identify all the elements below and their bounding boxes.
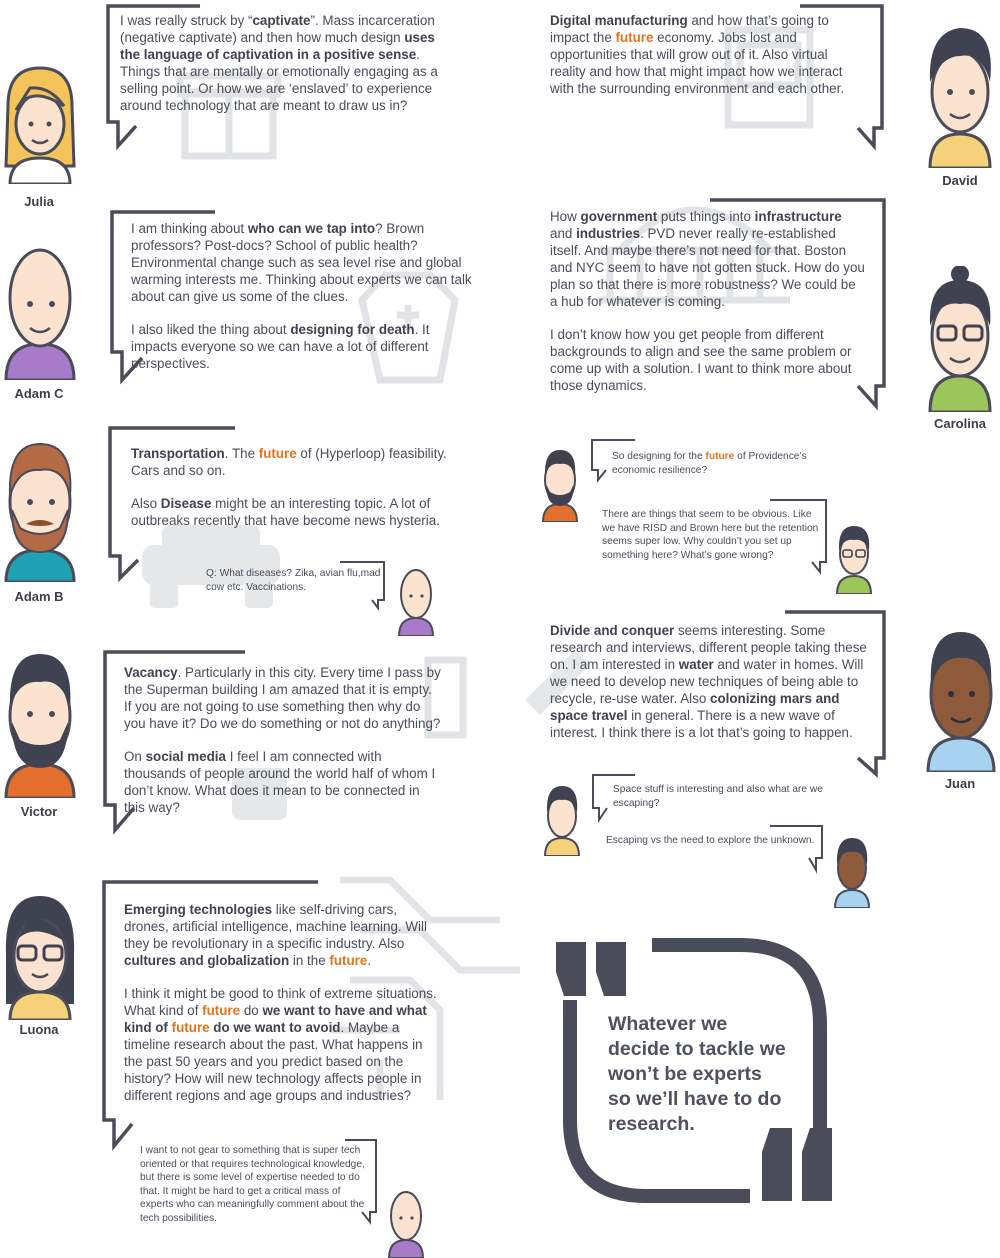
side-convo-answer: There are things that seem to be obvious…: [602, 509, 819, 561]
close-quote-icon: [762, 1128, 832, 1201]
luona-comment: Emerging technologies like self-driving …: [124, 902, 437, 1103]
adam-c-comment: I am thinking about who can we tap into?…: [131, 221, 472, 371]
juan-reply-1: Space stuff is interesting and also what…: [613, 784, 823, 809]
person-name-victor: Victor: [20, 804, 58, 819]
adam-c-avatar-icon: [4, 248, 76, 380]
person-name-luona: Luona: [19, 1022, 59, 1037]
pull-quote: Whatever we decide to tackle we won’t be…: [608, 1013, 786, 1135]
adam-b-comment: Transportation. The future of (Hyperloop…: [131, 446, 447, 528]
julia-avatar-icon: [4, 66, 76, 184]
carolina-avatar-icon: [928, 266, 992, 412]
small-juan-avatar-icon: [833, 838, 871, 908]
watermark-icons: [176, 26, 814, 1100]
juan-avatar-icon: [926, 632, 996, 772]
adam-b-avatar-icon: [4, 442, 76, 582]
person-name-juan: Juan: [944, 776, 976, 791]
luona-avatar-icon: [5, 896, 75, 1020]
carolina-comment: How government puts things into infrastr…: [550, 209, 865, 393]
small-adam-c-avatar-icon: [397, 569, 435, 636]
small-carolina-avatar-icon: [835, 526, 873, 594]
open-quote-icon: [556, 942, 626, 996]
watermark-fills: [142, 525, 590, 820]
small-david-avatar-icon: [543, 786, 581, 856]
person-name-david: David: [942, 173, 978, 188]
person-name-carolina: Carolina: [933, 416, 986, 431]
person-name-adam-b: Adam B: [14, 589, 64, 604]
small-victor-avatar-icon: [541, 450, 579, 522]
juan-comment: Divide and conquer seems interesting. So…: [550, 623, 867, 740]
victor-avatar-icon: [4, 654, 76, 798]
victor-comment: Vacancy. Particularly in this city. Ever…: [124, 665, 441, 815]
luona-reply: I want to not gear to something that is …: [140, 1145, 365, 1224]
julia-comment: I was really struck by “captivate”. Mass…: [120, 13, 438, 113]
david-avatar-icon: [928, 28, 992, 168]
person-name-adam-c: Adam C: [14, 386, 64, 401]
small-adam-c-avatar-2-icon: [387, 1191, 425, 1258]
david-comment: Digital manufacturing and how that’s goi…: [550, 13, 845, 96]
side-convo-question: So designing for the future of Providenc…: [612, 451, 807, 476]
person-name-julia: Julia: [24, 194, 54, 209]
adam-b-reply: Q: What diseases? Zika, avian flu,mad co…: [206, 568, 381, 593]
juan-reply-2: Escaping vs the need to explore the unkn…: [606, 835, 815, 846]
